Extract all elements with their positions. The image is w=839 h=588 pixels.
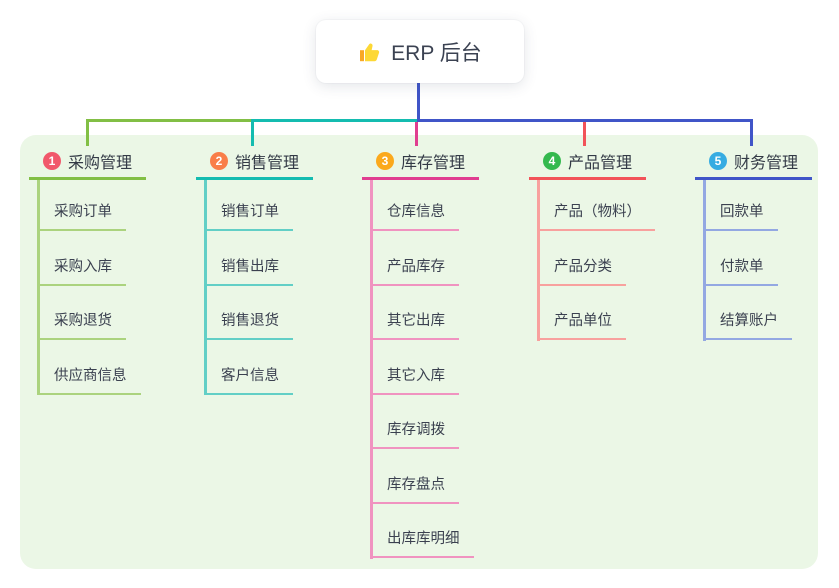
branch-number-badge: 5 <box>709 152 727 170</box>
child-node[interactable]: 销售订单 <box>204 201 293 231</box>
branch-drop-line <box>583 119 586 146</box>
child-node[interactable]: 回款单 <box>703 201 778 231</box>
branch-number-badge: 4 <box>543 152 561 170</box>
branch-connector-line <box>418 119 753 122</box>
branch-spine-line <box>204 180 207 395</box>
child-node[interactable]: 结算账户 <box>703 310 792 340</box>
root-title: ERP 后台 <box>391 41 482 65</box>
branch-title[interactable]: 2 销售管理 <box>196 150 313 180</box>
child-node[interactable]: 销售退货 <box>204 310 293 340</box>
child-node[interactable]: 采购入库 <box>37 256 126 286</box>
branch-title-label: 采购管理 <box>68 155 133 172</box>
branch-number-badge: 3 <box>376 152 394 170</box>
child-node[interactable]: 付款单 <box>703 256 778 286</box>
child-node[interactable]: 库存盘点 <box>370 474 459 504</box>
branches-panel <box>20 135 818 569</box>
branch-title-label: 产品管理 <box>568 155 633 172</box>
branch-drop-line <box>750 119 753 146</box>
branch-title[interactable]: 5 财务管理 <box>695 150 812 180</box>
child-node[interactable]: 产品库存 <box>370 256 459 286</box>
root-connector-line <box>417 83 420 122</box>
child-node[interactable]: 出库库明细 <box>370 528 474 558</box>
child-node[interactable]: 销售出库 <box>204 256 293 286</box>
branch-drop-line <box>251 119 254 146</box>
child-node[interactable]: 产品（物料） <box>537 201 655 231</box>
branch-title-label: 财务管理 <box>734 155 799 172</box>
branch-title-label: 库存管理 <box>401 155 466 172</box>
child-node[interactable]: 采购订单 <box>37 201 126 231</box>
branch-title-label: 销售管理 <box>235 155 300 172</box>
branch-spine-line <box>703 180 706 341</box>
branch-spine-line <box>37 180 40 395</box>
branch-title[interactable]: 4 产品管理 <box>529 150 646 180</box>
thumbs-up-icon <box>358 40 382 64</box>
branch-title[interactable]: 1 采购管理 <box>29 150 146 180</box>
child-node[interactable]: 客户信息 <box>204 365 293 395</box>
branch-connector-line <box>86 119 253 122</box>
child-node[interactable]: 库存调拨 <box>370 419 459 449</box>
child-node[interactable]: 产品分类 <box>537 256 626 286</box>
child-node[interactable]: 其它出库 <box>370 310 459 340</box>
child-node[interactable]: 产品单位 <box>537 310 626 340</box>
child-node[interactable]: 仓库信息 <box>370 201 459 231</box>
branch-drop-line <box>86 119 89 146</box>
branch-spine-line <box>537 180 540 341</box>
branch-drop-line <box>415 119 418 146</box>
child-node[interactable]: 供应商信息 <box>37 365 141 395</box>
branch-spine-line <box>370 180 373 559</box>
child-node[interactable]: 其它入库 <box>370 365 459 395</box>
child-node[interactable]: 采购退货 <box>37 310 126 340</box>
branch-number-badge: 2 <box>210 152 228 170</box>
branch-title[interactable]: 3 库存管理 <box>362 150 479 180</box>
branch-number-badge: 1 <box>43 152 61 170</box>
root-node[interactable]: ERP 后台 <box>316 20 524 83</box>
branch-connector-line <box>251 119 419 122</box>
